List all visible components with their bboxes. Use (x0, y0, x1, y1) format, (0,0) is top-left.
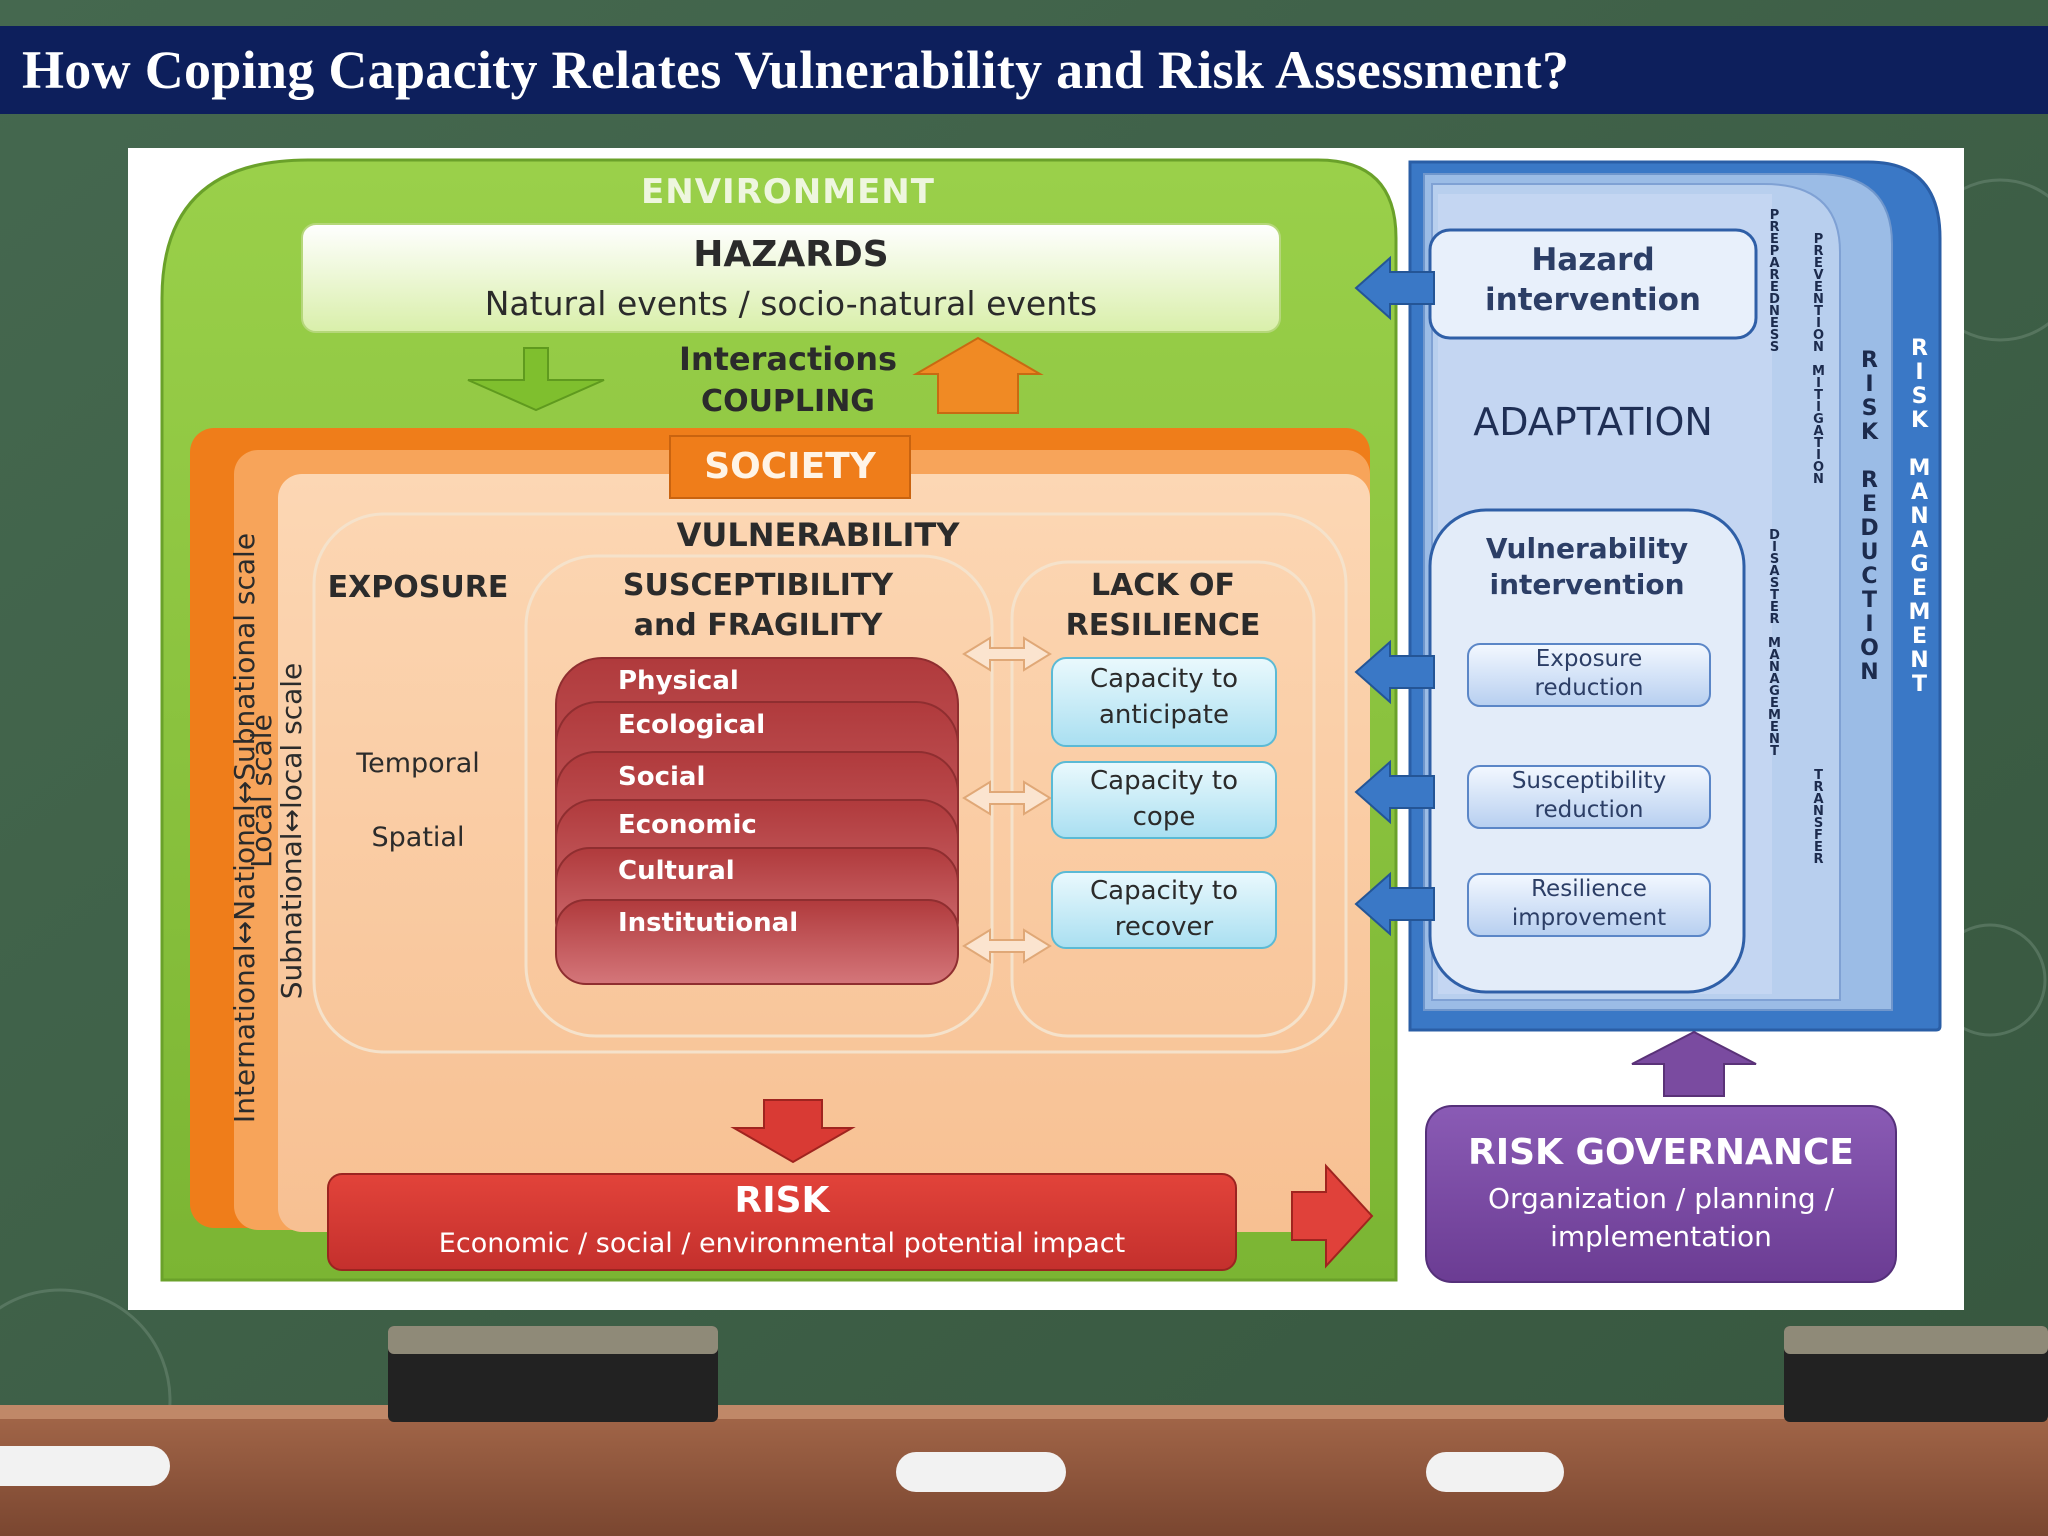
capacity-label: cope (1132, 802, 1196, 832)
up-arrow-icon (1631, 1030, 1757, 1097)
chalk-stick (0, 1446, 170, 1486)
capacity-label: anticipate (1099, 700, 1229, 730)
society-label: SOCIETY (704, 446, 876, 487)
prevention-mitigation-label: PREVENTION MITIGATION (1811, 232, 1826, 484)
chalk-stick (896, 1452, 1066, 1492)
double-arrow-icon (962, 636, 1052, 964)
risk-subtitle: Economic / social / environmental potent… (438, 1228, 1126, 1259)
vulnerability-intervention-label: intervention (1489, 568, 1685, 601)
capacity-box (1051, 871, 1277, 949)
down-arrow-icon (467, 347, 605, 412)
resilience-title: LACK OF (1090, 568, 1236, 603)
hazard-intervention-label: intervention (1485, 282, 1701, 318)
intervention-pill (1467, 873, 1711, 937)
intervention-pill-label: Resilience (1531, 876, 1647, 902)
risk-governance-line: Organization / planning / (1487, 1182, 1835, 1215)
slide-title: How Coping Capacity Relates Vulnerabilit… (22, 40, 1570, 100)
down-arrow-icon (730, 1099, 856, 1164)
risk-governance-line: implementation (1550, 1220, 1772, 1253)
disaster-management-label: DISASTER MANAGEMENT (1767, 528, 1782, 756)
scale-label-middle: Subnational↔local scale (275, 662, 308, 1000)
exposure-title: EXPOSURE (327, 570, 509, 605)
capacity-box (1051, 761, 1277, 839)
susceptibility-subtitle: and FRAGILITY (633, 608, 883, 643)
susceptibility-layer-label: Cultural (618, 856, 735, 886)
up-arrow-icon (912, 336, 1044, 414)
susceptibility-title: SUSCEPTIBILITY (622, 568, 894, 603)
susceptibility-layers (555, 657, 959, 985)
intervention-pill (1467, 765, 1711, 829)
vulnerability-intervention-box (1428, 508, 1746, 994)
diagram-shapes (128, 148, 1964, 1310)
risk-title: RISK (734, 1180, 830, 1221)
adaptation-label: ADAPTATION (1473, 400, 1713, 444)
resilience-subtitle: RESILIENCE (1065, 608, 1261, 643)
diagram-image: ENVIRONMENT HAZARDS Natural events / soc… (128, 148, 1964, 1310)
risk-management-label: RISK MANAGEMENT (1907, 336, 1932, 696)
risk-bar (327, 1173, 1237, 1271)
society-tab (669, 435, 911, 499)
capacity-label: Capacity to (1090, 766, 1238, 796)
susceptibility-layer-label: Economic (618, 810, 757, 840)
intervention-pill-label: Susceptibility (1511, 768, 1667, 794)
preparedness-label: PREPAREDNESS (1767, 208, 1782, 352)
vulnerability-title: VULNERABILITY (676, 516, 960, 554)
right-arrow-icon (1291, 1163, 1374, 1269)
risk-governance-box (1425, 1105, 1897, 1283)
transfer-label: TRANSFER (1811, 768, 1826, 864)
capacity-box (1051, 657, 1277, 747)
vulnerability-box (312, 512, 1348, 1054)
intervention-pill (1467, 643, 1711, 707)
intervention-pill-label: improvement (1511, 905, 1667, 931)
chalk-stick (1426, 1452, 1564, 1492)
intervention-pill-label: reduction (1534, 797, 1644, 823)
intervention-pill-label: Exposure (1535, 646, 1643, 672)
capacity-label: Capacity to (1090, 664, 1238, 694)
interactions-label: Interactions (678, 340, 898, 378)
hazard-intervention-label: Hazard (1531, 242, 1655, 278)
hazards-subtitle: Natural events / socio-natural events (484, 284, 1098, 323)
hazards-title: HAZARDS (693, 234, 889, 275)
title-bar: How Coping Capacity Relates Vulnerabilit… (0, 26, 2048, 114)
susceptibility-layer-label: Social (618, 762, 706, 792)
susceptibility-layer-label: Institutional (618, 908, 799, 938)
left-arrow-icon (1354, 255, 1435, 937)
scale-label-inner: Local scale (245, 714, 278, 868)
intervention-pill-label: reduction (1534, 675, 1644, 701)
capacity-label: Capacity to (1090, 876, 1238, 906)
vulnerability-intervention-label: Vulnerability (1485, 532, 1689, 565)
environment-label: ENVIRONMENT (641, 172, 935, 212)
coupling-label: COUPLING (701, 384, 875, 419)
exposure-item: Temporal (356, 748, 480, 779)
exposure-item: Spatial (371, 822, 465, 853)
capacity-label: recover (1114, 912, 1214, 942)
risk-governance-title: RISK GOVERNANCE (1468, 1132, 1854, 1173)
risk-reduction-label: RISK REDUCTION (1857, 348, 1882, 684)
hazards-box (301, 223, 1281, 333)
susceptibility-layer-label: Physical (618, 666, 739, 696)
susceptibility-layer-label: Ecological (618, 710, 766, 740)
